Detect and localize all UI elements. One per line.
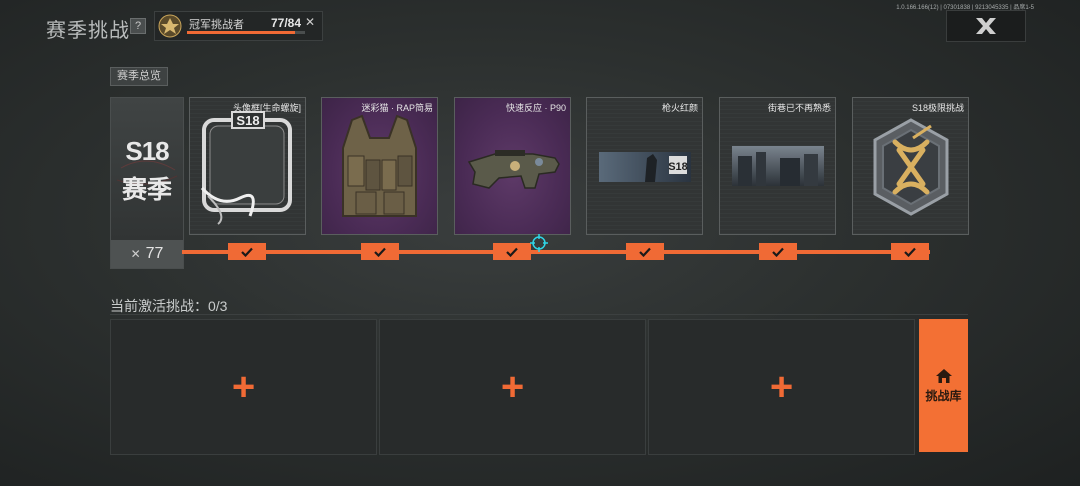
extreme-challenge-emblem — [873, 118, 949, 216]
reward-name: 头像框[生命螺旋] — [232, 103, 301, 113]
reward-card[interactable]: S18极限挑战 — [852, 97, 969, 235]
season-code: S18 — [125, 136, 169, 166]
checkmark-icon — [639, 247, 651, 257]
close-button[interactable] — [946, 10, 1026, 42]
plus-icon: + — [769, 365, 794, 409]
challenge-slot-add[interactable]: + — [110, 319, 377, 455]
house-icon — [935, 368, 952, 383]
reward-name: 快速反应 · P90 — [505, 103, 566, 113]
crosshair-cursor-icon — [530, 234, 548, 252]
cross-swords-icon: ✕ — [130, 247, 141, 261]
calling-card-art — [732, 146, 824, 186]
claimed-check-badge — [626, 243, 664, 260]
plus-icon: + — [500, 365, 525, 409]
season-count-value: 77 — [145, 245, 164, 262]
reward-name: 街巷已不再熟悉 — [767, 103, 831, 113]
cross-swords-icon: ✕ — [305, 15, 316, 29]
reward-card[interactable]: 街巷已不再熟悉 — [719, 97, 836, 235]
challenge-library-button[interactable]: 挑战库 — [919, 319, 968, 452]
tab-season-overview[interactable]: 赛季总览 — [110, 67, 168, 86]
rank-score: 77/84 — [271, 16, 302, 30]
rank-badge[interactable]: 冠军挑战者 77/84 ✕ — [154, 11, 323, 41]
calling-card-art: S18 — [599, 152, 691, 182]
reward-card[interactable]: 快速反应 · P90 — [454, 97, 571, 235]
reward-name: 枪火红颜 — [661, 103, 698, 113]
claimed-check-badge — [493, 243, 531, 260]
reward-name: 迷彩猫 · RAP简易 — [361, 103, 433, 113]
claimed-check-badge — [759, 243, 797, 260]
avatar-frame-art: S18 — [200, 111, 292, 225]
challenge-library-label: 挑战库 — [925, 388, 962, 403]
close-icon — [976, 18, 996, 34]
reward-card[interactable]: S18 头像框[生命螺旋] — [189, 97, 306, 235]
reward-name: S18极限挑战 — [911, 103, 964, 113]
rank-name: 冠军挑战者 — [189, 19, 244, 31]
rank-progress-bar — [187, 31, 305, 34]
challenge-slot-add[interactable]: + — [648, 319, 915, 455]
divider — [110, 314, 968, 315]
reward-card[interactable]: 迷彩猫 · RAP简易 — [321, 97, 438, 235]
tactical-vest-art — [342, 114, 417, 217]
rank-progress-fill — [187, 31, 296, 34]
active-challenges-label: 当前激活挑战：0/3 — [110, 298, 228, 314]
help-button[interactable]: ? — [130, 18, 146, 34]
checkmark-icon — [904, 247, 916, 257]
season-count: ✕ 77 — [111, 240, 183, 268]
plus-icon: + — [231, 365, 256, 409]
checkmark-icon — [374, 247, 386, 257]
season-label: 赛季 — [121, 176, 172, 204]
season-card[interactable]: S18 赛季 ✕ 77 — [110, 97, 184, 269]
svg-text:S18: S18 — [668, 161, 688, 173]
p90-weapon-art — [467, 150, 560, 189]
checkmark-icon — [772, 247, 784, 257]
checkmark-icon — [241, 247, 253, 257]
season-background-art — [116, 160, 178, 185]
reward-card[interactable]: S18 枪火红颜 — [586, 97, 703, 235]
page-title: 赛季挑战 — [46, 20, 130, 42]
svg-text:S18: S18 — [236, 113, 259, 128]
version-info: 1.0.166.166(12) | 07301838 | 9213045335 … — [896, 5, 1034, 11]
challenge-slot-add[interactable]: + — [379, 319, 646, 455]
claimed-check-badge — [891, 243, 929, 260]
claimed-check-badge — [361, 243, 399, 260]
checkmark-icon — [506, 247, 518, 257]
progress-track — [182, 250, 930, 254]
claimed-check-badge — [228, 243, 266, 260]
rank-emblem-icon — [158, 14, 182, 38]
